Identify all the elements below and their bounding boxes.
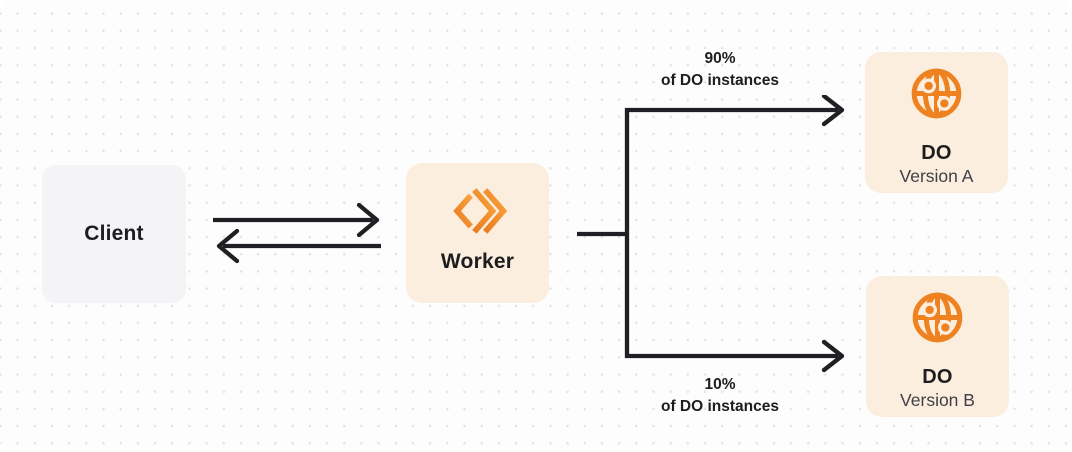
node-do-version-a: DO Version A (865, 52, 1008, 193)
arrow-right-icon (821, 339, 845, 373)
bottom-branch-label: 10% of DO instances (618, 374, 822, 417)
client-worker-arrows (213, 202, 381, 264)
bottom-branch-caption: of DO instances (661, 397, 779, 415)
branch-split-line (624, 107, 838, 359)
do-a-subtitle: Version A (899, 166, 974, 186)
node-do-version-b: DO Version B (866, 276, 1009, 417)
arrow-right-icon (821, 95, 845, 127)
arrow-right-icon (213, 202, 380, 238)
globe-network-icon (912, 292, 963, 343)
arrow-left-icon (216, 228, 381, 264)
node-client: Client (42, 165, 186, 303)
do-b-title: DO (922, 366, 953, 388)
top-branch-percent: 90% (704, 50, 736, 67)
worker-label: Worker (440, 250, 515, 273)
top-branch-caption: of DO instances (661, 71, 779, 89)
branch-connector (577, 95, 845, 373)
do-b-subtitle: Version B (900, 390, 975, 410)
client-label: Client (84, 222, 144, 245)
globe-network-icon (911, 68, 962, 119)
cloudflare-workers-chevrons-icon (452, 188, 507, 234)
node-worker: Worker (406, 163, 549, 303)
bottom-branch-percent: 10% (704, 376, 736, 393)
top-branch-label: 90% of DO instances (618, 48, 822, 91)
do-a-title: DO (921, 142, 952, 164)
